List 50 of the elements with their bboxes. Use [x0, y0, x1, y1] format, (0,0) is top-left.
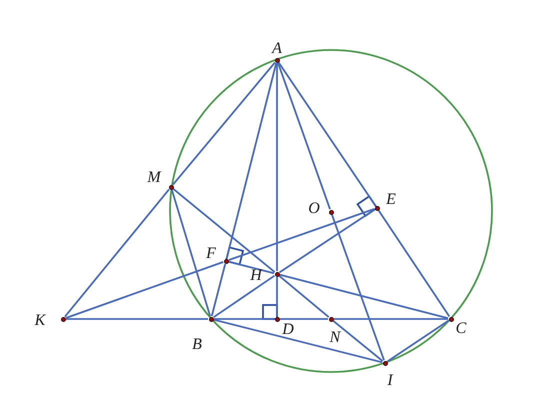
line-segment	[277, 62, 331, 210]
line-segment	[66, 318, 208, 320]
point-label: I	[387, 373, 393, 389]
point	[274, 316, 280, 322]
line-segment	[278, 62, 376, 206]
point	[274, 272, 280, 276]
line-segment	[280, 274, 448, 320]
line-segment	[331, 214, 385, 360]
point-label: H	[250, 268, 262, 284]
line-segment	[276, 277, 278, 316]
point	[328, 210, 334, 214]
point	[382, 360, 388, 366]
line-segment	[66, 261, 224, 319]
point-label: O	[308, 201, 320, 217]
point	[208, 316, 214, 322]
line-segment	[172, 62, 276, 186]
point-label: A	[272, 41, 282, 57]
line-segment	[210, 264, 226, 316]
point	[224, 258, 228, 264]
line-segment	[276, 63, 278, 271]
point-label: N	[330, 330, 340, 346]
point-label: B	[192, 337, 202, 353]
point	[274, 58, 280, 62]
line-segment	[226, 62, 278, 258]
line-segment	[172, 188, 276, 273]
line-segment	[214, 318, 382, 364]
point	[374, 206, 380, 210]
line-segment	[387, 320, 449, 362]
line-segment	[171, 190, 211, 316]
line-segment	[228, 260, 274, 274]
line-segment	[280, 318, 328, 320]
line-segment	[279, 208, 375, 274]
line-segment	[64, 188, 170, 318]
line-segment	[212, 274, 276, 318]
line-segment	[332, 320, 384, 362]
point	[168, 184, 174, 190]
point-label: K	[34, 313, 46, 329]
line-segment	[378, 210, 450, 317]
point	[328, 316, 334, 322]
line-segment	[214, 318, 274, 320]
point	[448, 316, 454, 322]
line-segment	[228, 208, 374, 261]
point	[60, 316, 66, 322]
line-segment	[278, 275, 330, 318]
point-label: M	[147, 170, 161, 186]
point-label: D	[282, 322, 294, 338]
point-label: E	[386, 192, 396, 208]
line-segment	[334, 318, 448, 320]
point-label: C	[456, 321, 466, 337]
point-label: F	[206, 246, 216, 262]
